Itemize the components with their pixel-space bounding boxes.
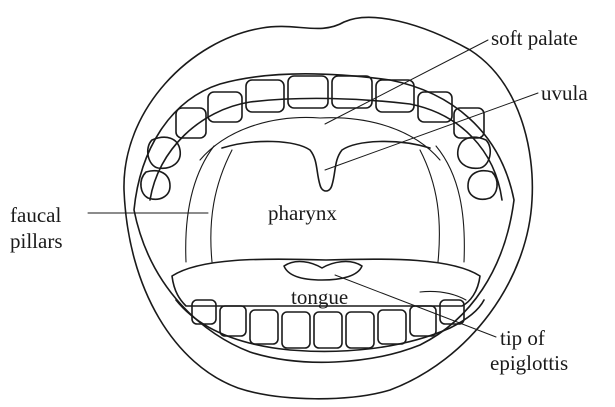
lower-tooth: [346, 312, 374, 348]
lower-tooth: [220, 306, 246, 336]
faucal-pillar-left-outer: [186, 146, 214, 262]
upper-molar: [468, 171, 497, 199]
label-soft-palate: soft palate: [491, 26, 578, 50]
soft-palate-arch: [200, 117, 440, 160]
label-uvula: uvula: [541, 81, 588, 105]
lower-tooth: [250, 310, 278, 344]
faucal-pillar-right-outer: [436, 146, 464, 262]
faucal-pillar-right-inner: [420, 150, 439, 262]
lower-tooth: [410, 306, 436, 336]
upper-molar: [141, 171, 170, 199]
label-tongue: tongue: [291, 285, 348, 309]
label-epiglottis: epiglottis: [490, 351, 568, 375]
upper-tooth: [246, 80, 284, 112]
faucal-pillar-left-inner: [211, 150, 232, 262]
upper-tooth: [208, 92, 242, 122]
upper-teeth-gum-line: [150, 98, 502, 200]
upper-molar: [148, 137, 181, 168]
label-pharynx: pharynx: [268, 201, 337, 225]
upper-tooth: [288, 76, 328, 108]
lower-tooth: [378, 310, 406, 344]
uvula-outline: [222, 141, 430, 191]
label-tip-of: tip of: [500, 326, 545, 350]
leader-uvula: [325, 93, 538, 170]
upper-tooth: [176, 108, 206, 138]
label-faucal: faucal: [10, 203, 61, 227]
lower-tooth: [314, 312, 342, 348]
lower-tooth: [282, 312, 310, 348]
label-pillars: pillars: [10, 229, 63, 253]
